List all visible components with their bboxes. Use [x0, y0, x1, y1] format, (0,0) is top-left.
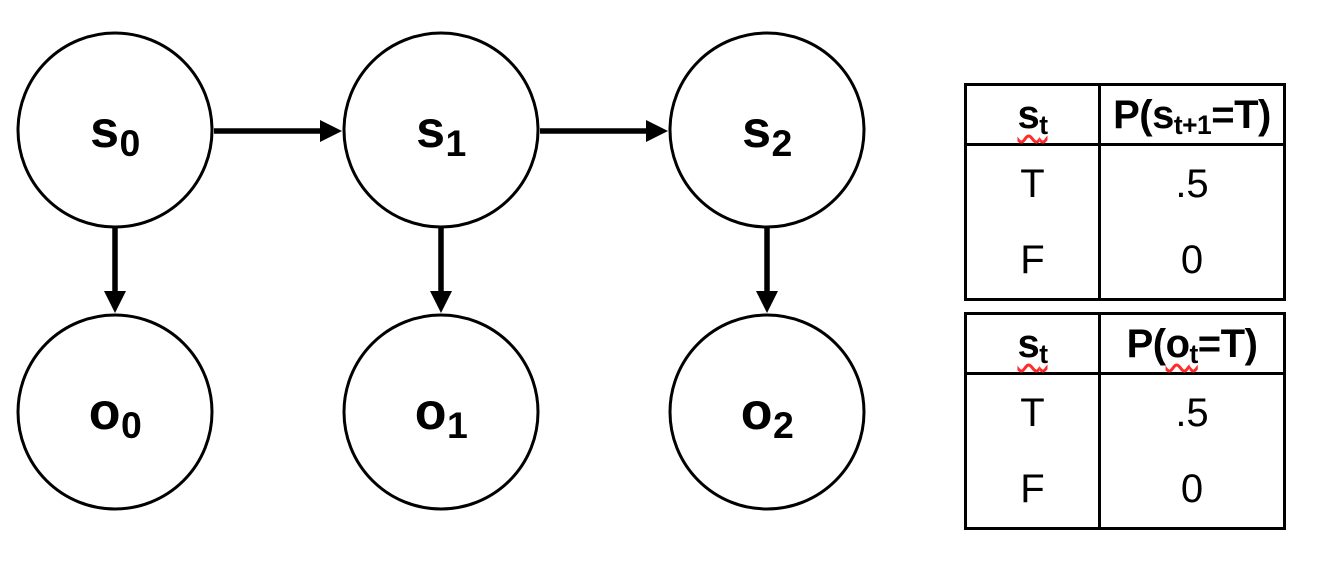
observation-probability-table: st P(ot=T) T .5 F 0 [964, 312, 1286, 530]
transition-table-col2-header: P(st+1=T) [1101, 86, 1283, 146]
node-label-o0: o0 [88, 383, 142, 446]
edge-s2-o2-arrowhead-icon [756, 291, 778, 313]
node-label-o1: o1 [414, 383, 468, 446]
transition-table-row-T-probability: .5 [1175, 162, 1209, 206]
node-circle-s2 [668, 31, 866, 229]
observation-table-row-T-condition: T [967, 375, 1101, 451]
transition-table-row-F-condition: F [967, 222, 1101, 298]
edge-s0-o0-arrowhead-icon [104, 291, 126, 313]
observation-table-col2-header: P(ot=T) [1101, 315, 1283, 375]
node-label-o2: o2 [740, 383, 794, 446]
node-circle-o1 [342, 313, 540, 511]
node-label-s1: s1 [416, 101, 466, 164]
node-circle-s1 [342, 31, 540, 229]
observation-table-col1-header: st [967, 315, 1101, 375]
edge-s1-o1-arrowhead-icon [430, 291, 452, 313]
observation-table-row-F-condition: F [967, 451, 1101, 527]
edge-s0-s1-arrowhead-icon [320, 120, 342, 142]
node-label-s0: s0 [90, 101, 140, 164]
node-circle-o0 [16, 313, 214, 511]
observation-table-row-F-probability: 0 [1180, 467, 1204, 511]
node-circle-s0 [16, 31, 214, 229]
observation-table-row-T-probability: .5 [1175, 391, 1209, 435]
edge-s1-s2-arrowhead-icon [646, 120, 668, 142]
transition-probability-table: st P(st+1=T) T .5 F 0 [964, 83, 1286, 301]
node-label-s2: s2 [742, 101, 792, 164]
transition-table-row-T-condition: T [967, 146, 1101, 222]
transition-table-col1-header: st [967, 86, 1101, 146]
hmm-graph [16, 31, 866, 511]
node-circle-o2 [668, 313, 866, 511]
transition-table-row-F-probability: 0 [1180, 238, 1204, 282]
